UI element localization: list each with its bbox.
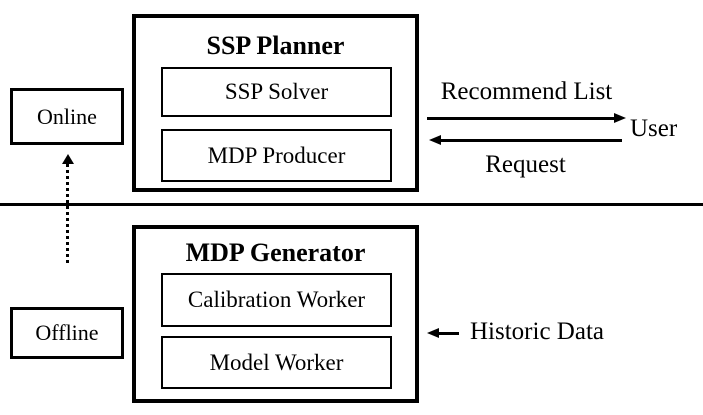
offline-to-online-arrow xyxy=(66,164,69,265)
request-arrowhead-icon xyxy=(429,135,441,145)
ssp-solver-label: SSP Solver xyxy=(224,79,329,105)
user-label: User xyxy=(630,115,678,142)
mdp-producer-label: MDP Producer xyxy=(207,142,346,168)
calibration-worker-label: Calibration Worker xyxy=(187,287,366,313)
mdp-producer-box: MDP Producer xyxy=(161,129,392,182)
offline-to-online-arrowhead-icon xyxy=(62,154,74,164)
online-section-label: Online xyxy=(37,103,97,129)
model-worker-box: Model Worker xyxy=(161,336,392,389)
historic-data-arrowhead-icon xyxy=(427,328,439,338)
ssp-solver-box: SSP Solver xyxy=(161,67,392,117)
ssp-planner-title: SSP Planner xyxy=(206,31,345,60)
offline-section-label: Offline xyxy=(35,320,99,345)
request-label: Request xyxy=(485,151,566,178)
historic-data-label: Historic Data xyxy=(470,318,604,345)
offline-section-box: Offline xyxy=(10,307,124,359)
calibration-worker-box: Calibration Worker xyxy=(161,273,392,327)
request-arrow xyxy=(440,139,622,142)
recommend-list-label: Recommend List xyxy=(440,78,613,105)
historic-data-arrow xyxy=(438,332,459,335)
recommend-list-arrowhead-icon xyxy=(614,113,626,123)
online-section-box: Online xyxy=(10,88,124,145)
model-worker-label: Model Worker xyxy=(209,349,344,375)
mdp-generator-title: MDP Generator xyxy=(185,238,366,267)
recommend-list-arrow xyxy=(427,117,615,120)
online-offline-divider xyxy=(0,203,703,206)
